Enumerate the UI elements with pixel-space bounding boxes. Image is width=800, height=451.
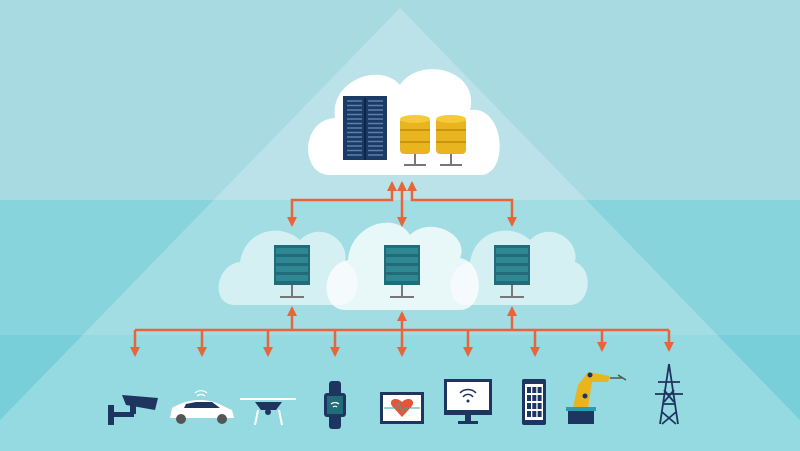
app-tile [527, 387, 531, 393]
cloud-layer [308, 69, 500, 175]
app-tile [537, 411, 542, 417]
app-tile [527, 411, 531, 417]
app-tile [537, 403, 542, 409]
server-rack-icon [343, 96, 387, 160]
wifi-monitor-icon [444, 379, 492, 424]
app-tile [537, 395, 542, 401]
robot-arm-icon [566, 372, 627, 424]
app-tile [532, 411, 537, 417]
app-tile [532, 403, 537, 409]
connected-car-icon [170, 390, 234, 424]
app-tile [532, 387, 537, 393]
security-camera-icon [108, 395, 158, 425]
app-tile [527, 403, 531, 409]
drone-icon [240, 398, 296, 426]
app-tile [527, 395, 531, 401]
app-tile [537, 387, 542, 393]
connection-arrows [130, 181, 674, 357]
smartphone-icon [522, 379, 546, 425]
app-tile [532, 395, 537, 401]
power-pylon-icon [655, 363, 683, 425]
smartwatch-icon [324, 381, 346, 429]
heart-monitor-icon [380, 392, 424, 424]
fog-layer [218, 222, 588, 310]
edge-devices [108, 363, 683, 429]
